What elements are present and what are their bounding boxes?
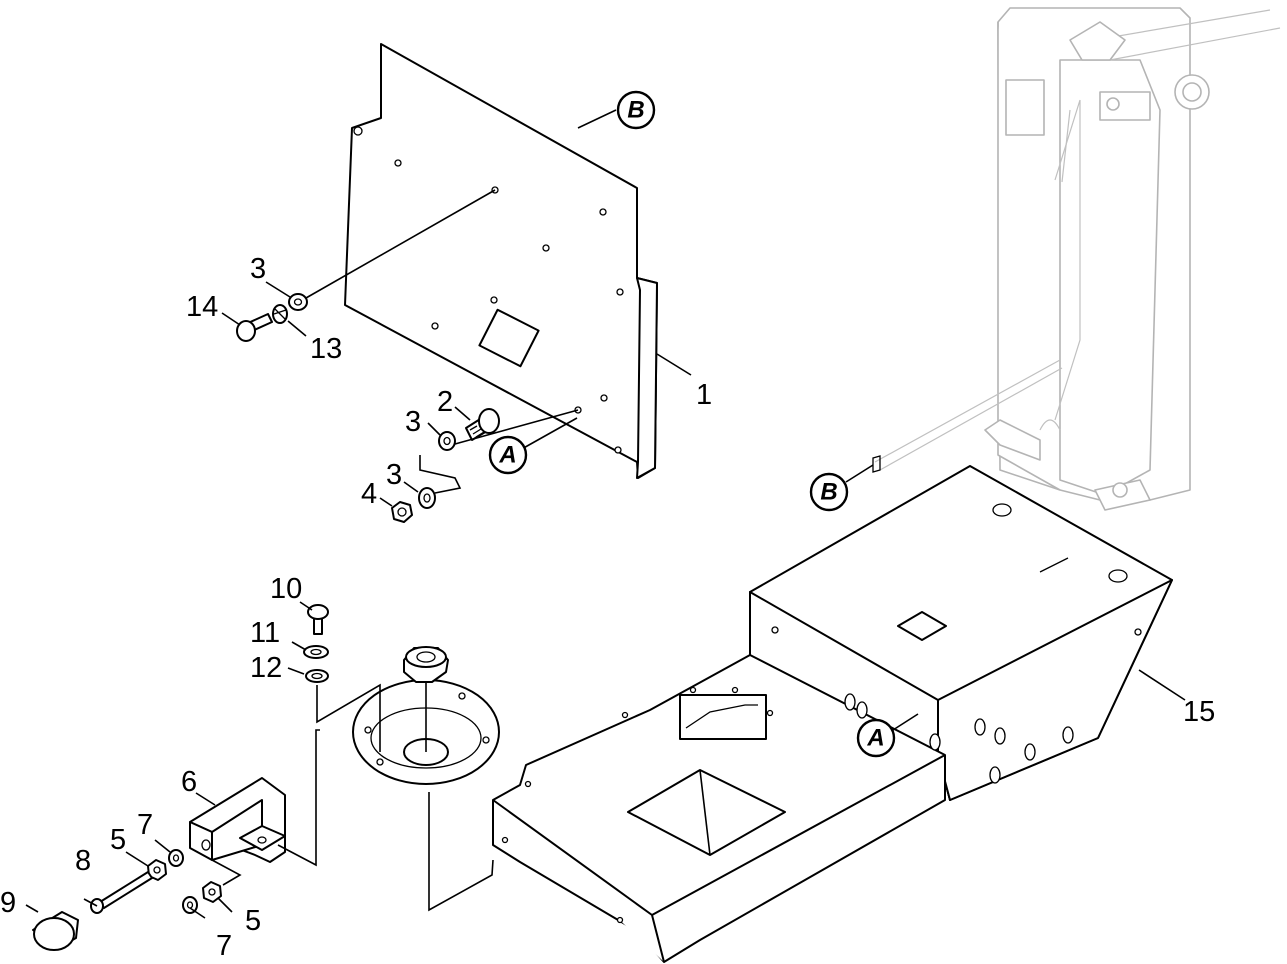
part-13-lock-washer <box>272 304 288 324</box>
part-7-washer-lower <box>182 896 198 914</box>
part-1-side-panel <box>344 43 658 479</box>
callout-15: 15 <box>1183 696 1215 728</box>
ref-b-top-letter: B <box>627 97 644 124</box>
callout-13: 13 <box>310 333 342 365</box>
part-7-washer-upper <box>168 849 184 867</box>
ref-a-right-letter: A <box>866 725 884 752</box>
callout-1: 1 <box>696 379 712 411</box>
callout-9: 9 <box>0 887 16 919</box>
callout-12: 12 <box>250 652 282 684</box>
callout-3-mid: 3 <box>405 406 421 438</box>
callout-7-lower: 7 <box>216 930 232 962</box>
ref-b-right-letter: B <box>820 479 837 506</box>
ref-bubble-b-top: B <box>616 90 656 130</box>
ghost-steering-column <box>874 7 1281 511</box>
part-10-screw <box>307 604 329 635</box>
ref-a-left-letter: A <box>498 442 516 469</box>
callout-11: 11 <box>250 617 280 649</box>
castle-nut <box>403 646 449 683</box>
part-4-nut <box>391 501 413 523</box>
callout-4: 4 <box>361 478 377 510</box>
callout-3-top: 3 <box>250 253 266 285</box>
callout-5-lower: 5 <box>245 905 261 937</box>
callout-7-upper: 7 <box>137 809 153 841</box>
callout-numbers: 1 2 3 3 3 4 5 5 6 7 7 8 9 10 11 12 13 14… <box>0 253 1215 962</box>
part-3-washer-low <box>418 487 436 509</box>
part-6-bracket <box>189 777 286 863</box>
leader-lines-upper <box>305 109 692 494</box>
ref-bubble-a-right: A <box>856 718 896 758</box>
part-2-bolt <box>465 408 500 441</box>
leader-lines-lower <box>25 281 1186 919</box>
callout-8: 8 <box>75 845 91 877</box>
ref-bubble-a-left: A <box>488 435 528 475</box>
callout-3-low: 3 <box>386 459 402 491</box>
callout-6: 6 <box>181 766 197 798</box>
part-14-screw <box>236 313 273 342</box>
callout-2: 2 <box>437 386 453 418</box>
part-8-threaded-rod <box>90 871 153 914</box>
ref-bubble-b-right: B <box>809 472 849 512</box>
part-11-lock-washer <box>303 645 329 659</box>
part-12-washer <box>305 669 329 683</box>
callout-14: 14 <box>186 291 218 323</box>
part-9-knob <box>32 911 79 951</box>
part-15-base-chassis <box>492 465 1173 963</box>
part-5-nut-lower <box>202 881 222 903</box>
callout-5-upper: 5 <box>110 824 126 856</box>
callout-10: 10 <box>270 573 302 605</box>
part-3-washer-mid <box>438 431 456 451</box>
part-3-washer-top <box>288 293 308 311</box>
